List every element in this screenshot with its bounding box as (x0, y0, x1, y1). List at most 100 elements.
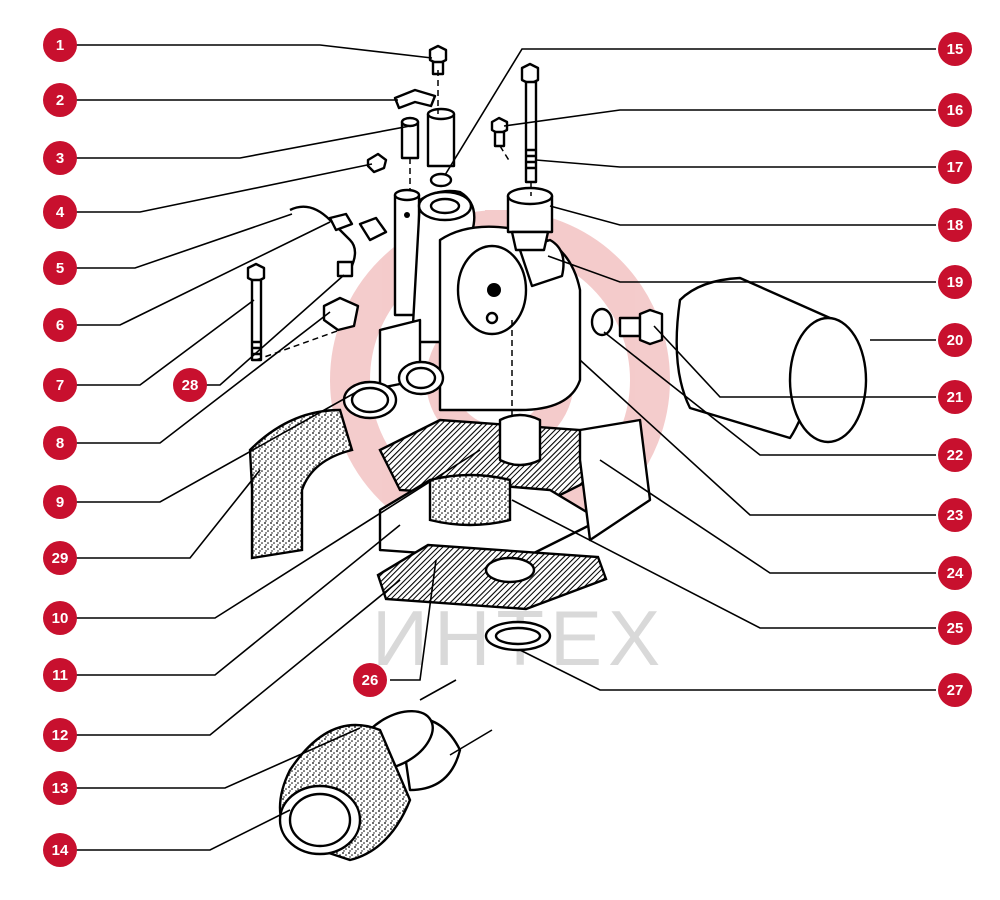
callout-marker (938, 208, 972, 242)
alignment-lines (255, 70, 532, 420)
callout-number: 26 (362, 672, 379, 689)
bracket-part (393, 88, 437, 110)
callout-number: 16 (947, 102, 964, 119)
parts-drawing (246, 44, 868, 862)
thermostat-housing (378, 188, 582, 412)
callout-marker (938, 265, 972, 299)
callout-marker (938, 93, 972, 127)
callout-3[interactable]: 3 (43, 141, 77, 175)
callout-11[interactable]: 11 (43, 658, 77, 692)
callout-number: 9 (56, 494, 64, 511)
lower-gasket-hole (484, 556, 536, 584)
callout-19[interactable]: 19 (938, 265, 972, 299)
filter-head-part (506, 186, 554, 252)
callout-number: 18 (947, 217, 964, 234)
callout-marker (43, 83, 77, 117)
callout-number: 10 (52, 610, 69, 627)
small-bolt-part (490, 116, 509, 148)
callout-18[interactable]: 18 (938, 208, 972, 242)
callout-number: 22 (947, 447, 964, 464)
callout-17[interactable]: 17 (938, 150, 972, 184)
mounting-flange (578, 418, 652, 542)
callout-12[interactable]: 12 (43, 718, 77, 752)
callout-26[interactable]: 26 (353, 663, 387, 697)
callout-8[interactable]: 8 (43, 426, 77, 460)
callout-number: 21 (947, 389, 964, 406)
callout-number: 20 (947, 332, 964, 349)
callout-number: 1 (56, 37, 64, 54)
callout-7[interactable]: 7 (43, 368, 77, 402)
hose-elbow-upper (248, 408, 354, 560)
leader-lines (76, 44, 936, 851)
callout-marker (43, 308, 77, 342)
callout-number: 13 (52, 780, 69, 797)
callout-marker (938, 556, 972, 590)
callout-number: 11 (52, 667, 68, 684)
callout-27[interactable]: 27 (938, 673, 972, 707)
callout-20[interactable]: 20 (938, 323, 972, 357)
callout-6[interactable]: 6 (43, 308, 77, 342)
callout-marker (938, 438, 972, 472)
callout-22[interactable]: 22 (938, 438, 972, 472)
callout-1[interactable]: 1 (43, 28, 77, 62)
callout-marker (43, 833, 77, 867)
stud-bolt-part (246, 262, 266, 362)
callout-13[interactable]: 13 (43, 771, 77, 805)
callout-marker (43, 601, 77, 635)
callout-number: 2 (56, 92, 64, 109)
callout-number: 8 (56, 435, 64, 452)
callout-number: 28 (182, 377, 199, 394)
valve-part (400, 116, 420, 160)
callout-marker (938, 32, 972, 66)
filter-element-part (428, 473, 512, 527)
callout-marker (43, 426, 77, 460)
callout-5[interactable]: 5 (43, 251, 77, 285)
lower-hose-assembly (278, 679, 493, 862)
oil-filter-part (675, 276, 868, 444)
callout-number: 12 (52, 727, 69, 744)
callout-number: 14 (52, 842, 69, 859)
callout-16[interactable]: 16 (938, 93, 972, 127)
callout-number: 19 (947, 274, 964, 291)
seal-ring-part (590, 307, 614, 337)
elbow-connector-part (322, 296, 360, 332)
callout-number: 29 (52, 550, 69, 567)
callout-21[interactable]: 21 (938, 380, 972, 414)
callout-2[interactable]: 2 (43, 83, 77, 117)
callout-number: 5 (56, 260, 64, 277)
callout-marker (938, 150, 972, 184)
callout-4[interactable]: 4 (43, 195, 77, 229)
callout-marker (43, 771, 77, 805)
callout-marker (938, 673, 972, 707)
callout-number: 6 (56, 317, 64, 334)
callout-10[interactable]: 10 (43, 601, 77, 635)
callout-15[interactable]: 15 (938, 32, 972, 66)
callout-25[interactable]: 25 (938, 611, 972, 645)
callout-marker (938, 498, 972, 532)
callout-9[interactable]: 9 (43, 485, 77, 519)
callout-number: 23 (947, 507, 964, 524)
callout-marker (43, 28, 77, 62)
callout-28[interactable]: 28 (173, 368, 207, 402)
callout-marker (43, 195, 77, 229)
callout-29[interactable]: 29 (43, 541, 77, 575)
callout-marker (43, 541, 77, 575)
callout-marker (43, 141, 77, 175)
callout-number: 27 (947, 682, 964, 699)
callout-number: 3 (56, 150, 64, 167)
callout-marker (353, 663, 387, 697)
callout-number: 25 (947, 620, 964, 637)
callout-number: 24 (947, 565, 964, 582)
callout-23[interactable]: 23 (938, 498, 972, 532)
thermostat-part (498, 413, 542, 467)
plug-part (366, 152, 388, 174)
callout-number: 7 (56, 377, 64, 394)
callout-marker (173, 368, 207, 402)
callout-marker (938, 611, 972, 645)
callout-number: 15 (947, 41, 964, 58)
callout-marker (43, 368, 77, 402)
callout-14[interactable]: 14 (43, 833, 77, 867)
tube-part (289, 205, 388, 278)
callout-24[interactable]: 24 (938, 556, 972, 590)
